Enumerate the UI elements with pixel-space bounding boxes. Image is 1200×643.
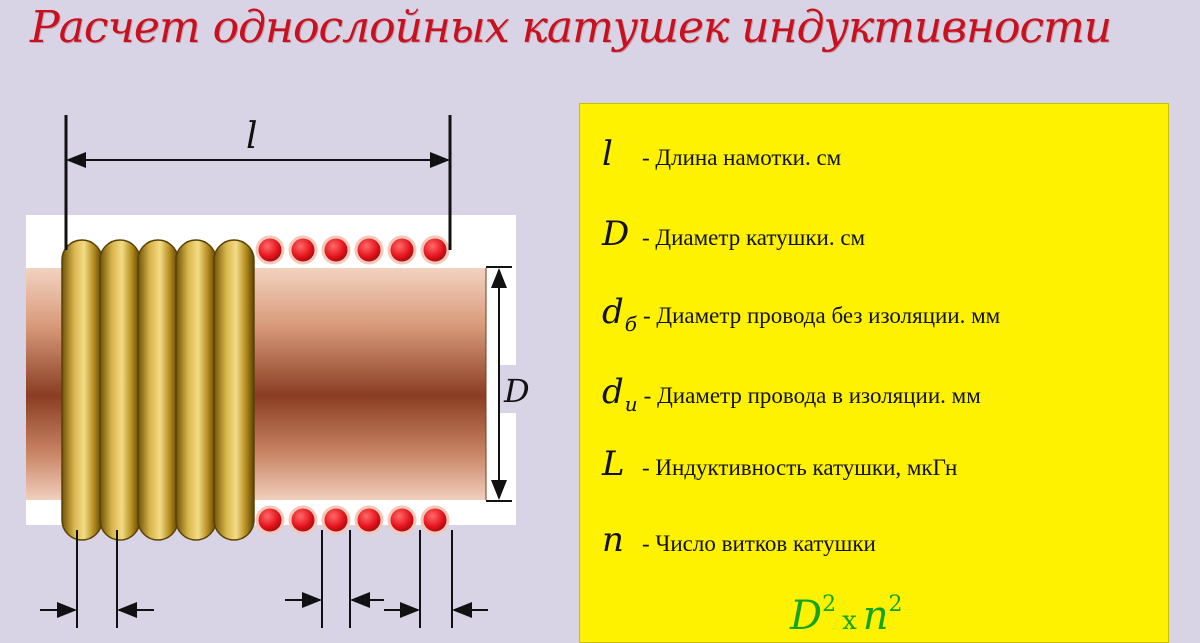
legend-text: - Диаметр катушки. см: [642, 225, 866, 250]
wire-pitch-dimensions: [40, 530, 488, 628]
wire-sections-top: [255, 235, 450, 265]
legend-item-turns: n - Число витков катушки: [602, 520, 876, 560]
legend-panel: l - Длина намотки. см D - Диаметр катушк…: [579, 103, 1169, 643]
legend-text: - Число витков катушки: [642, 531, 876, 556]
legend-item-bare-wire: dб - Диаметр провода без изоляции. мм: [602, 292, 1000, 336]
diameter-dimension: [486, 266, 512, 502]
legend-symbol: dи: [602, 372, 638, 416]
coil-turns: [61, 239, 255, 541]
coil-diagram: l D: [26, 115, 530, 628]
legend-text: - Диаметр провода без изоляции. мм: [642, 303, 1001, 328]
length-dimension: [64, 115, 452, 250]
legend-item-insulated-wire: dи - Диаметр провода в изоляции. мм: [602, 372, 981, 416]
legend-text: - Диаметр провода в изоляции. мм: [643, 383, 981, 408]
legend-symbol: n: [602, 520, 624, 560]
legend-symbol: L: [602, 444, 625, 484]
legend-symbol: l: [602, 134, 613, 174]
legend-item-inductance: L - Индуктивность катушки, мкГн: [602, 444, 957, 484]
core-right: [240, 268, 486, 500]
length-label: l: [246, 116, 258, 157]
legend-symbol: dб: [602, 292, 637, 336]
page-title: Расчет однослойных катушек индуктивности: [30, 2, 1112, 53]
diameter-label: D: [503, 372, 530, 410]
legend-symbol: D: [602, 214, 630, 254]
wire-sections-bottom: [255, 505, 450, 535]
legend-text: - Индуктивность катушки, мкГн: [642, 455, 958, 480]
legend-text: - Длина намотки. см: [642, 145, 842, 170]
legend-item-diameter: D - Диаметр катушки. см: [602, 214, 865, 254]
legend-item-length: l - Длина намотки. см: [602, 134, 841, 174]
